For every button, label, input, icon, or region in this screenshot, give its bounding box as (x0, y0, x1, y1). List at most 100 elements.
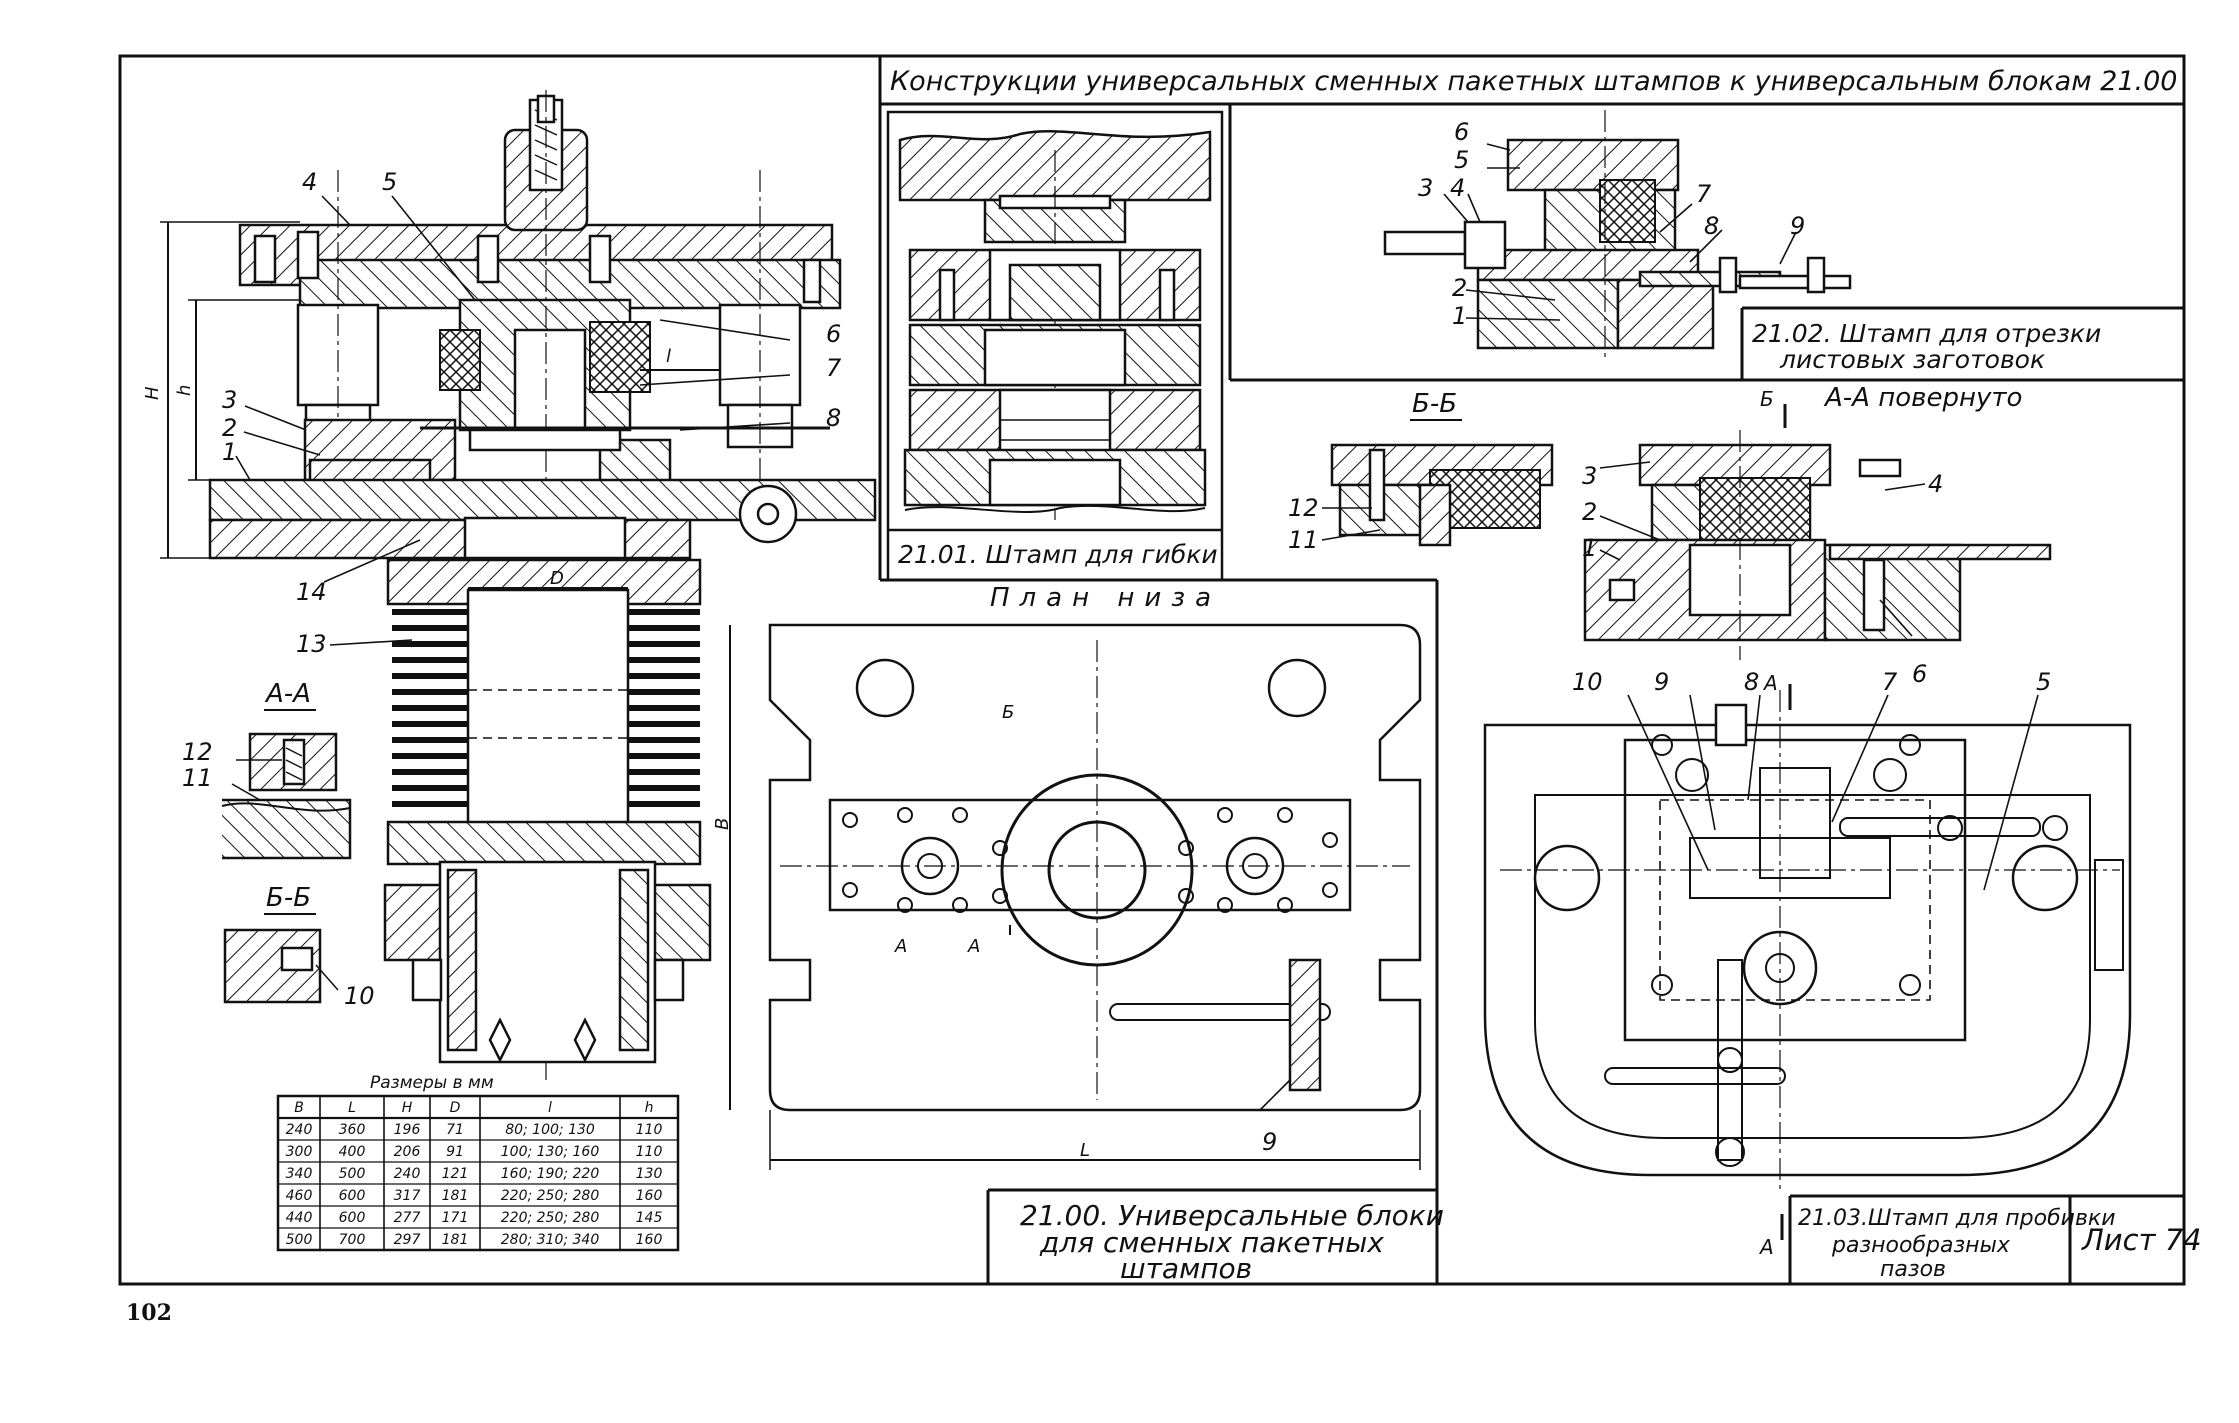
cut-mark-b-top: Б (1760, 387, 1774, 411)
plan-dim-B: B (712, 818, 733, 830)
table-header-cell: D (450, 1100, 461, 1116)
s2102-part-1: 1 (1452, 302, 1467, 330)
s2102-part-9: 9 (1790, 212, 1805, 240)
table-cell: 160; 190; 220 (501, 1166, 600, 1182)
table-cell: 280; 310; 340 (501, 1232, 600, 1248)
aa-rot-part-1: 1 (1582, 534, 1597, 562)
plan-dim-L: L (1080, 1140, 1090, 1161)
table-cell: 600 (339, 1210, 366, 1226)
table-cell: 171 (442, 1210, 469, 1226)
caption-21-00-line1: 21.00. Универсальные блоки (1020, 1199, 1444, 1232)
section-aa-left-label: А-А (264, 679, 311, 709)
part-3: 3 (222, 386, 237, 414)
dim-H: H (142, 386, 163, 400)
caption-21-02-line2: листовых заготовок (1779, 345, 2045, 374)
caption-21-03-line1: 21.03.Штамп для пробивки (1798, 1206, 2116, 1231)
s2103-part-5: 5 (2036, 668, 2051, 696)
caption-21-03-line2: разнообразных (1831, 1233, 2011, 1258)
table-cell: 91 (446, 1144, 464, 1160)
table-cell: 110 (636, 1122, 663, 1138)
table-cell: 460 (286, 1188, 313, 1204)
spring-coils-right (628, 609, 700, 807)
part-2: 2 (222, 414, 237, 442)
aa-part-11: 11 (182, 764, 213, 792)
aa-rot-part-3: 3 (1582, 462, 1597, 490)
section-bb-left: Б-Б 10 (223, 883, 375, 1010)
table-cell: 240 (394, 1166, 421, 1182)
table-cell: 80; 100; 130 (505, 1122, 595, 1138)
table-cell: 500 (286, 1232, 313, 1248)
table-cell: 300 (286, 1144, 313, 1160)
spring-coils-left (392, 609, 468, 807)
s2102-part-7: 7 (1696, 180, 1712, 208)
part-5: 5 (382, 168, 397, 196)
part-8: 8 (826, 404, 841, 432)
section-bb-left-label: Б-Б (266, 883, 311, 913)
aa-part-12: 12 (182, 738, 213, 766)
sheet-frame (118, 54, 2186, 1286)
s2102-part-3: 3 (1418, 174, 1433, 202)
s2103-part-9: 9 (1654, 668, 1669, 696)
s2103-cut-a-top: А (1762, 671, 1778, 695)
s2103-part-10: 10 (1572, 668, 1603, 696)
caption-21-01: 21.01. Штамп для гибки (898, 540, 1218, 569)
table-cell: 121 (442, 1166, 469, 1182)
s2102-part-5: 5 (1454, 146, 1469, 174)
table-header-cell: B (294, 1100, 304, 1116)
plan-cut-a-left: А (894, 936, 907, 957)
main-section-view: H h D l 4 5 3 2 1 6 7 8 14 13 (142, 90, 877, 1080)
section-bb-right: Б-Б 12 11 (1288, 389, 1554, 554)
table-cell: 240 (286, 1122, 313, 1138)
bbr-part-12: 12 (1288, 494, 1319, 522)
table-cell: 220; 250; 280 (501, 1188, 600, 1204)
table-cell: 181 (442, 1232, 469, 1248)
table-cell: 100; 130; 160 (501, 1144, 600, 1160)
bbr-part-11: 11 (1288, 526, 1319, 554)
table-caption: Размеры в мм (370, 1073, 494, 1093)
table-cell: 600 (339, 1188, 366, 1204)
table-cell: 400 (339, 1144, 366, 1160)
table-cell: 196 (394, 1122, 421, 1138)
table-cell: 160 (636, 1188, 663, 1204)
section-bb-right-label: Б-Б (1412, 389, 1457, 419)
die-21-01-view (898, 130, 1212, 520)
table-cell: 297 (394, 1232, 421, 1248)
table-cell: 360 (339, 1122, 366, 1138)
aa-rot-part-6: 6 (1912, 660, 1927, 688)
die-21-03-view: 10 9 8 7 5 А А (1483, 668, 2132, 1259)
table-cell: 130 (636, 1166, 663, 1182)
table-header-cell: L (348, 1100, 356, 1116)
table-cell: 317 (394, 1188, 421, 1204)
part-14: 14 (296, 578, 327, 606)
table-cell: 500 (339, 1166, 366, 1182)
s2102-part-6: 6 (1454, 118, 1469, 146)
section-aa-rot-label: А-А повернуто (1823, 383, 2022, 413)
section-aa-left: А-А 12 11 (182, 679, 352, 860)
s2103-cut-a-bottom: А (1758, 1235, 1774, 1259)
table-cell: 277 (394, 1210, 421, 1226)
table-header-cell: h (645, 1100, 654, 1116)
table-cell: 160 (636, 1232, 663, 1248)
table-cell: 181 (442, 1188, 469, 1204)
dim-D: D (550, 568, 564, 589)
table-cell: 220; 250; 280 (501, 1210, 600, 1226)
part-6: 6 (826, 320, 841, 348)
dim-h: h (174, 385, 195, 396)
sheet-label: Лист 74 (2081, 1223, 2202, 1257)
aa-rot-part-2: 2 (1582, 498, 1597, 526)
aa-rot-part-4: 4 (1928, 470, 1943, 498)
die-21-02-view: 6 5 3 4 7 8 9 2 1 (1383, 110, 1852, 360)
sheet-title: Конструкции универсальных сменных пакетн… (890, 66, 2177, 97)
plan-cut-b: Б (1002, 702, 1014, 723)
caption-21-02-line1: 21.02. Штамп для отрезки (1752, 319, 2101, 348)
s2102-part-8: 8 (1704, 212, 1719, 240)
table-cell: 145 (636, 1210, 663, 1226)
table-cell: 110 (636, 1144, 663, 1160)
plan-title: План низа (990, 583, 1221, 613)
s2102-part-4: 4 (1450, 174, 1465, 202)
table-header-cell: l (548, 1100, 552, 1116)
plan-cut-a-right: А (967, 936, 980, 957)
plan-part-9: 9 (1262, 1128, 1277, 1156)
caption-21-00-line3: штампов (1120, 1252, 1252, 1285)
